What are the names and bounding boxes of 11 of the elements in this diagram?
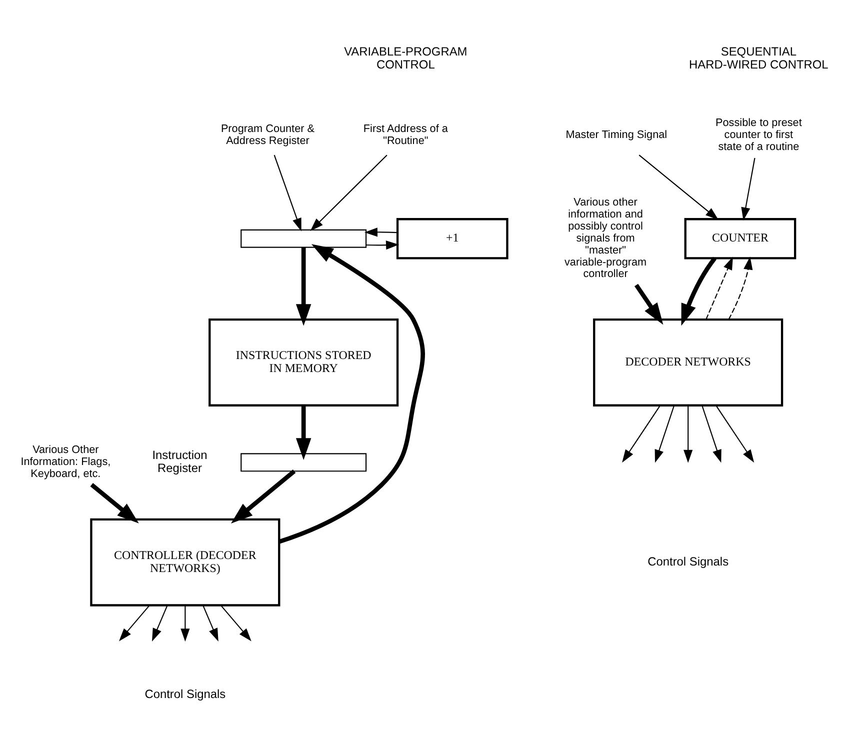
node-text: Possible to preset counter to first state of a routine: [716, 116, 802, 153]
label: SEQUENTIAL HARD-WIRED CONTROL: [689, 44, 828, 71]
node-text: Various other information and possibly control signals from "master" variable-program controller: [564, 196, 647, 280]
node-text: Master Timing Signal: [566, 128, 668, 141]
node-text: Various Other Information: Flags, Keyboard, etc.: [20, 444, 111, 480]
label: Control Signals: [144, 686, 226, 701]
node-label: Instruction Register: [152, 447, 208, 474]
node-text: Program Counter & Address Register: [220, 122, 315, 147]
label: Control Signals: [648, 554, 729, 568]
node-text: First Address of a "Routine": [363, 122, 448, 147]
label: VARIABLE-PROGRAM CONTROL: [344, 44, 468, 71]
